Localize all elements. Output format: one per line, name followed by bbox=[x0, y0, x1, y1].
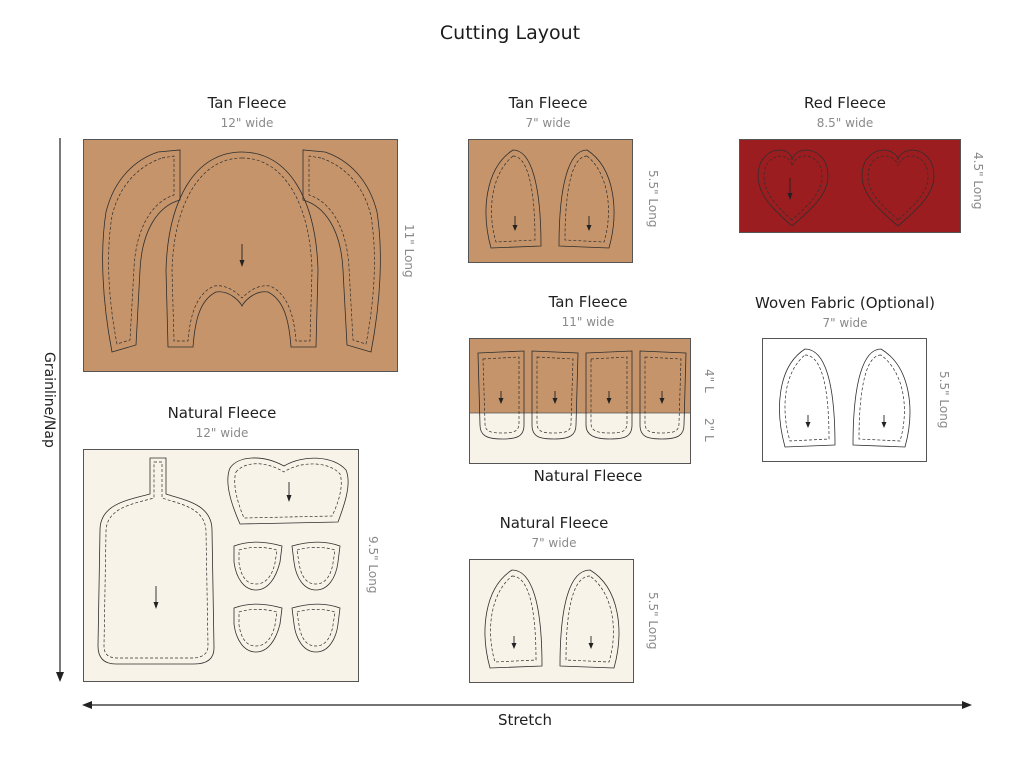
panel-length-woven: 5.5" Long bbox=[937, 371, 951, 429]
grainline-arrow-icon bbox=[286, 482, 292, 502]
pattern-piece-heart-left bbox=[757, 149, 829, 227]
pattern-piece-pad-2 bbox=[291, 541, 341, 591]
panel-length-natural-strip: 2" L bbox=[702, 418, 716, 442]
panel-title-tan-12: Tan Fleece bbox=[207, 94, 287, 112]
grainline-arrow-icon bbox=[787, 178, 793, 200]
grainline-arrow-icon bbox=[805, 415, 811, 428]
pattern-piece-side-left bbox=[102, 149, 181, 353]
pattern-piece-paw-3 bbox=[585, 350, 633, 440]
stretch-label: Stretch bbox=[497, 711, 553, 729]
pattern-piece-paw-4 bbox=[639, 350, 687, 440]
grainline-arrow-icon bbox=[239, 244, 245, 267]
grainline-label: Grainline/Nap bbox=[41, 352, 57, 448]
page-title: Cutting Layout bbox=[439, 22, 581, 44]
grainline-arrow-icon bbox=[588, 636, 594, 649]
pattern-piece-heart-right bbox=[861, 149, 935, 227]
panel-title-natural-12: Natural Fleece bbox=[167, 404, 277, 422]
panel-length-natural-7: 5.5" Long bbox=[646, 592, 660, 650]
fabric-panel-tan-7 bbox=[468, 139, 633, 263]
pattern-piece-ear-right bbox=[559, 569, 620, 669]
pattern-piece-ear-right bbox=[852, 348, 911, 448]
pattern-piece-ear-left bbox=[485, 149, 542, 249]
fabric-panel-tan-12 bbox=[83, 139, 398, 372]
panel-length-tan-strip: 4" L bbox=[702, 369, 716, 393]
grainline-arrow-icon bbox=[511, 636, 517, 649]
pattern-piece-pad-3 bbox=[233, 603, 283, 653]
fabric-panel-natural-12 bbox=[83, 449, 359, 682]
grainline-arrow-icon bbox=[56, 138, 64, 682]
panel-length-red: 4.5" Long bbox=[971, 152, 985, 210]
grainline-arrow-icon bbox=[153, 586, 159, 609]
panel-length-tan-12: 11" Long bbox=[402, 224, 416, 278]
pattern-piece-muzzle bbox=[227, 457, 349, 525]
fabric-panel-woven bbox=[762, 338, 927, 462]
pattern-piece-side-right bbox=[302, 149, 381, 353]
pattern-piece-paw-1 bbox=[477, 350, 525, 440]
panel-title-tan-7: Tan Fleece bbox=[508, 94, 588, 112]
panel-length-tan-7: 5.5" Long bbox=[646, 170, 660, 228]
grainline-arrow-icon bbox=[881, 415, 887, 428]
fabric-panel-tan-natural-strip bbox=[469, 338, 691, 464]
panel-title-red: Red Fleece bbox=[804, 94, 886, 112]
pattern-piece-body bbox=[97, 457, 215, 665]
pattern-piece-paw-2 bbox=[531, 350, 579, 440]
panel-width-red: 8.5" wide bbox=[816, 116, 874, 130]
panel-title-natural-7: Natural Fleece bbox=[499, 514, 609, 532]
panel-width-natural-7: 7" wide bbox=[531, 536, 577, 550]
panel-width-woven: 7" wide bbox=[822, 316, 868, 330]
panel-title-tan-11: Tan Fleece bbox=[548, 293, 628, 311]
panel-length-natural-12: 9.5" Long bbox=[366, 536, 380, 594]
panel-width-tan-7: 7" wide bbox=[525, 116, 571, 130]
pattern-piece-pad-4 bbox=[291, 603, 341, 653]
grainline-arrow-icon bbox=[586, 216, 592, 231]
fabric-panel-red bbox=[739, 139, 961, 233]
pattern-piece-hood bbox=[165, 151, 319, 348]
pattern-piece-ear-right bbox=[558, 149, 615, 249]
panel-bottom-title-natural: Natural Fleece bbox=[533, 467, 643, 485]
panel-width-tan-12: 12" wide bbox=[220, 116, 274, 130]
panel-width-natural-12: 12" wide bbox=[195, 426, 249, 440]
panel-title-woven: Woven Fabric (Optional) bbox=[755, 294, 935, 312]
fabric-panel-natural-7 bbox=[469, 559, 634, 683]
panel-width-tan-11: 11" wide bbox=[561, 315, 615, 329]
stretch-arrow-icon bbox=[82, 701, 972, 709]
pattern-piece-pad-1 bbox=[233, 541, 283, 591]
pattern-piece-ear-left bbox=[484, 569, 543, 669]
grainline-arrow-icon bbox=[512, 216, 518, 231]
